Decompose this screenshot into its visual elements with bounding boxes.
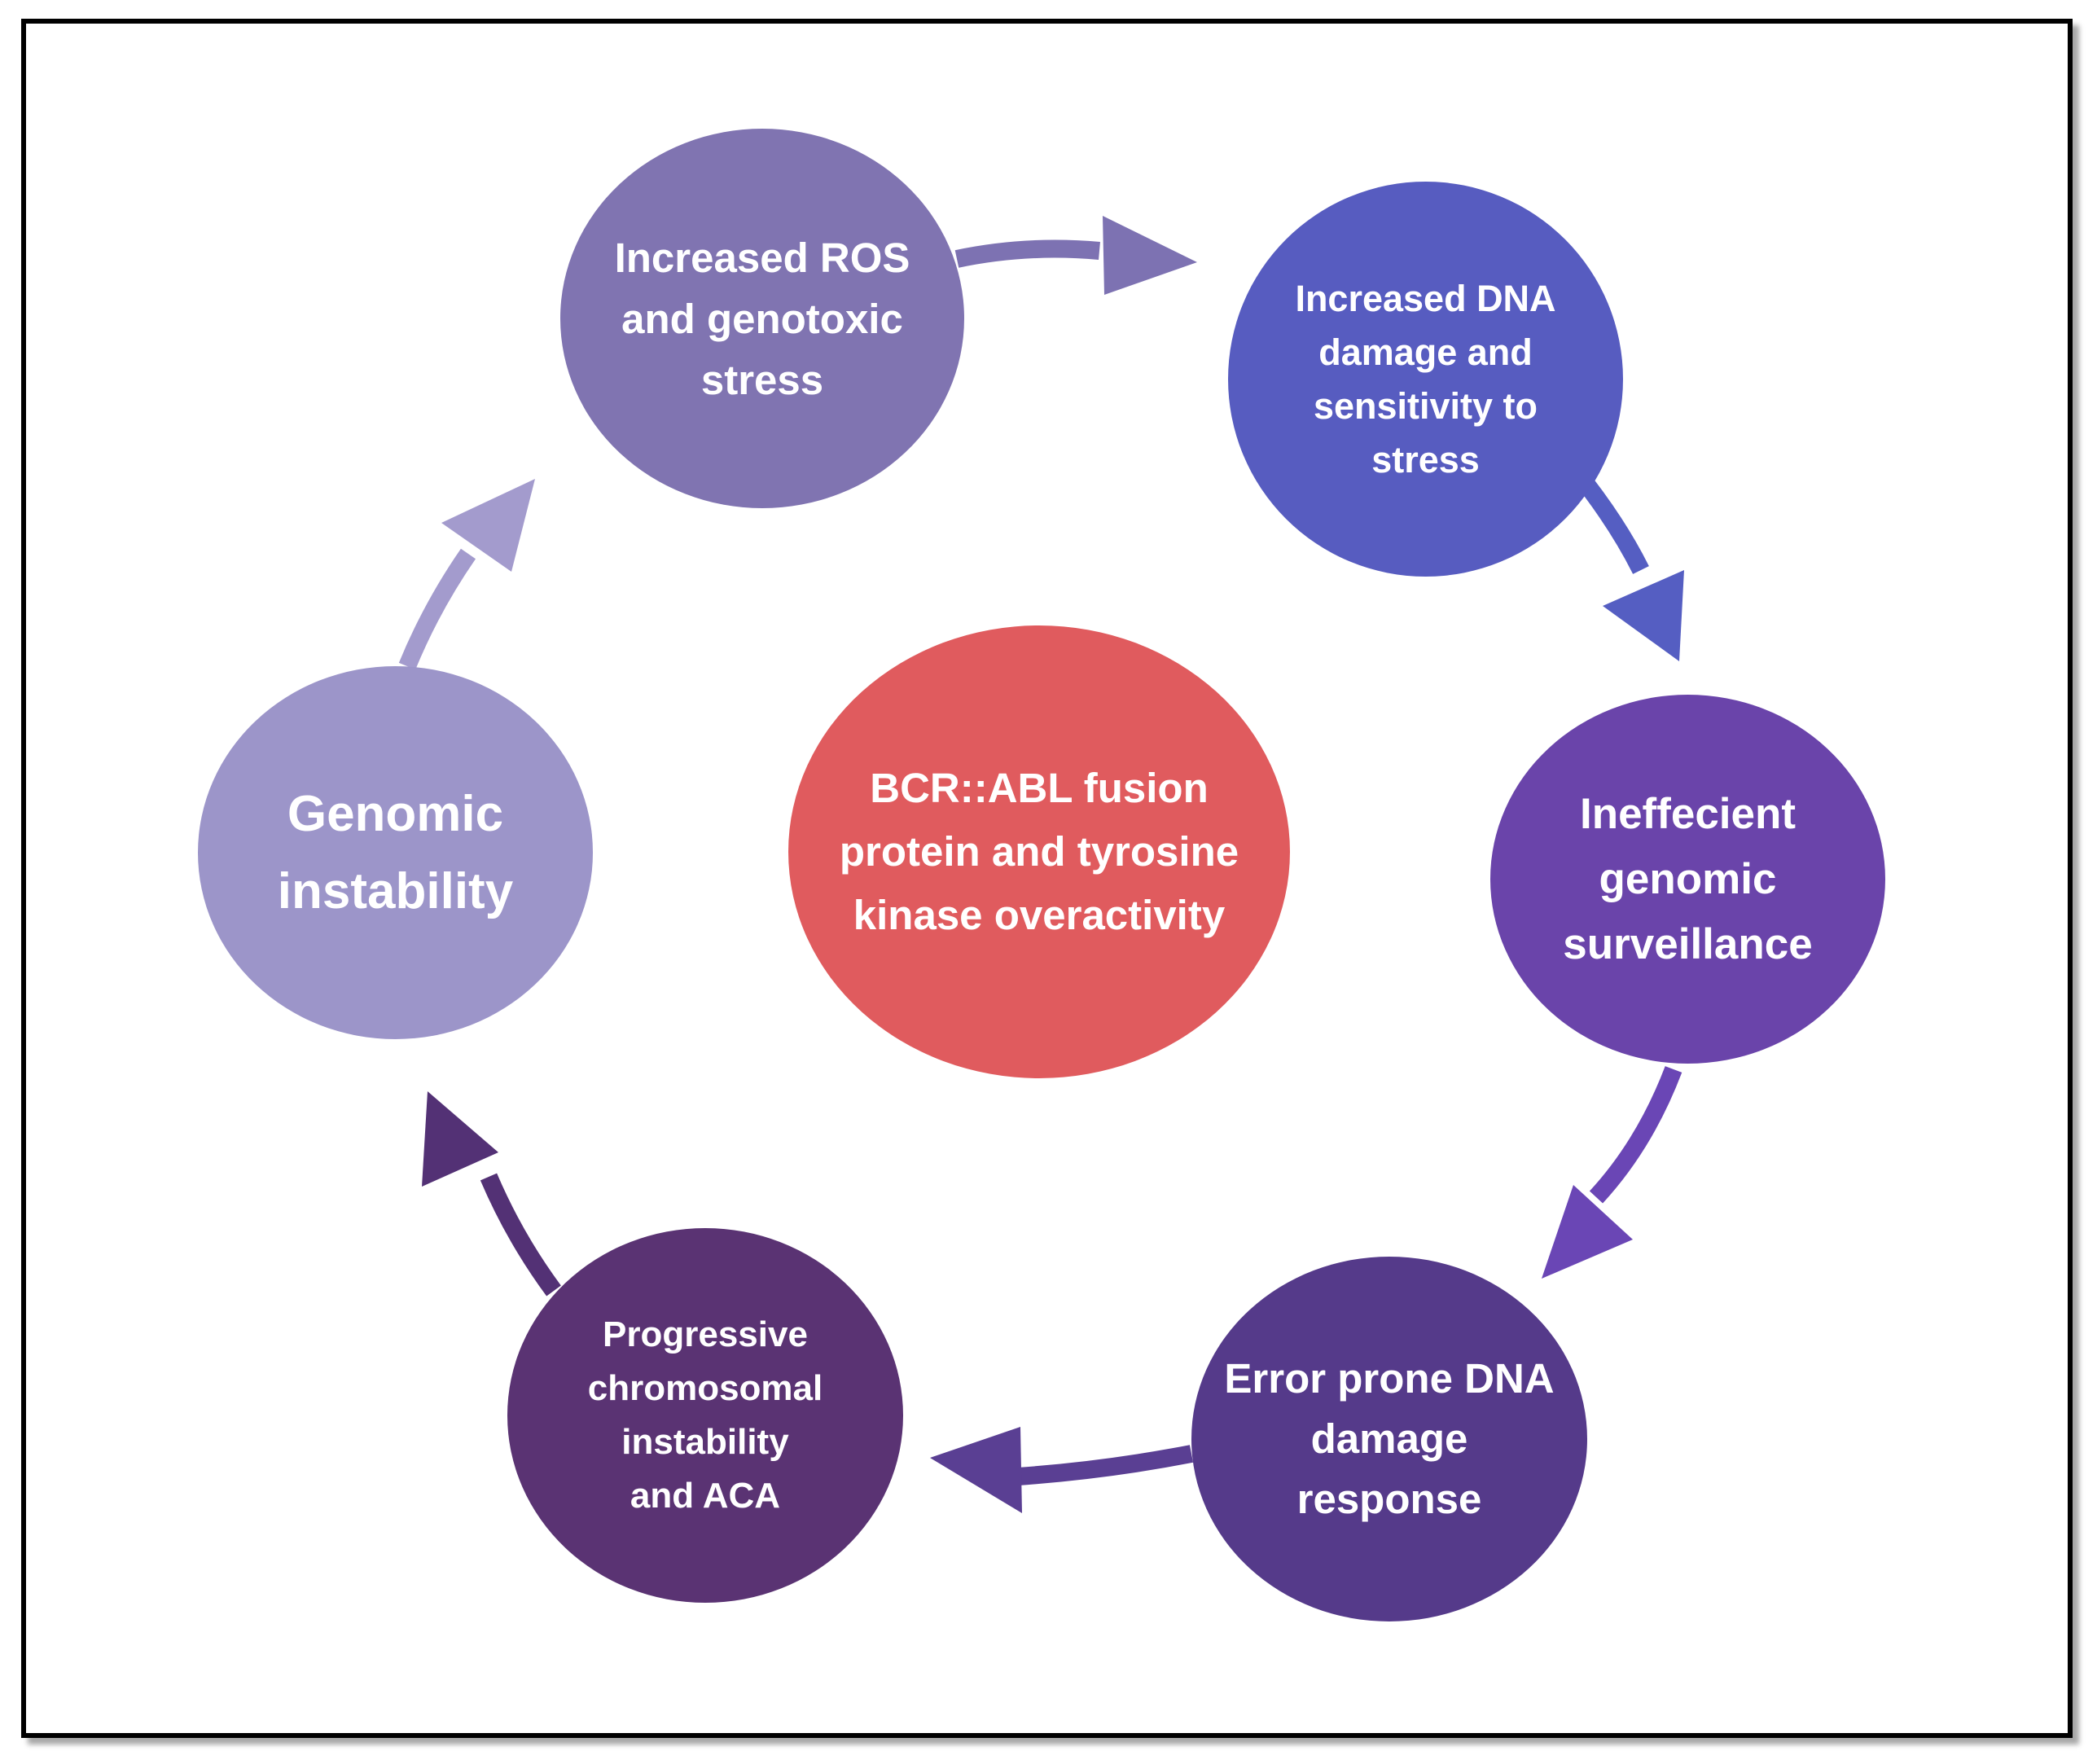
arrow-ddr-to-cin <box>930 1427 1194 1513</box>
arrow-dna-damage-to-surveillance <box>1568 465 1684 661</box>
node-error-prone-ddr-label: Error prone DNA damage response <box>1224 1355 1555 1522</box>
node-genomic-instability: Genomic instability <box>198 666 593 1039</box>
node-increased-dna-damage: Increased DNA damage and sensitivity to … <box>1228 182 1623 577</box>
node-bcr-abl-center: BCR::ABL fusion protein and tyrosine kin… <box>788 625 1290 1078</box>
node-bcr-abl-center-label: BCR::ABL fusion protein and tyrosine kin… <box>839 765 1239 938</box>
arrow-instability-to-ros <box>398 479 535 670</box>
node-chromosomal-instability: Progressive chromosomal instability and … <box>507 1228 903 1603</box>
node-chromosomal-instability-label: Progressive chromosomal instability and … <box>587 1314 823 1516</box>
node-increased-dna-damage-label: Increased DNA damage and sensitivity to … <box>1295 277 1556 480</box>
arrow-surveillance-to-ddr <box>1542 1066 1682 1279</box>
node-inefficient-surveillance-label: Ineffecient genomic surveillance <box>1563 789 1813 968</box>
node-genomic-instability-label: Genomic instability <box>277 786 514 919</box>
node-increased-ros: Increased ROS and genotoxic stress <box>560 129 964 508</box>
node-increased-ros-label: Increased ROS and genotoxic stress <box>614 234 910 403</box>
arrow-ros-to-dna-damage <box>954 216 1197 295</box>
node-inefficient-surveillance: Ineffecient genomic surveillance <box>1490 695 1885 1064</box>
node-error-prone-ddr: Error prone DNA damage response <box>1191 1257 1587 1621</box>
arrow-cin-to-instability <box>422 1091 561 1297</box>
